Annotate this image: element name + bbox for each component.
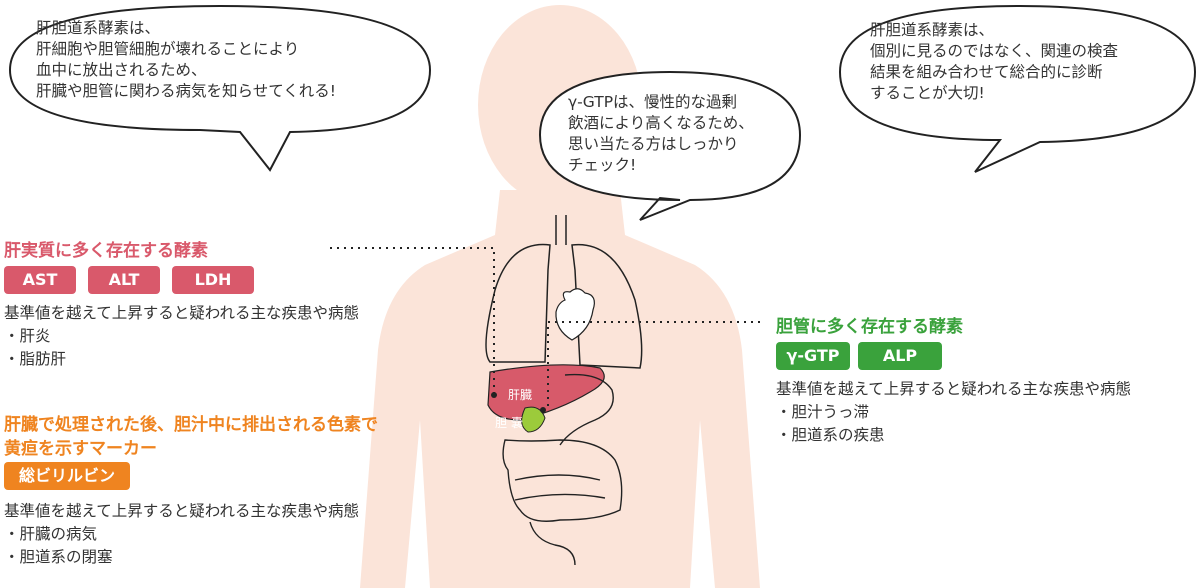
speech-bubble-right	[838, 4, 1197, 173]
bilirubin-desc: 基準値を越えて上昇すると疑われる主な疾患や病態	[4, 502, 359, 520]
gallbladder-label-2: 嚢	[511, 416, 524, 430]
bile-desc: 基準値を越えて上昇すると疑われる主な疾患や病態	[776, 380, 1131, 398]
bile-pointer-dot	[540, 407, 546, 413]
bilirubin-item: ・胆道系の閉塞	[4, 548, 113, 566]
speech-bubble-center	[538, 70, 802, 221]
digestive-tract	[502, 373, 623, 566]
bile-item: ・胆汁うっ滞	[776, 403, 870, 421]
bubble-right-line: することが大切!	[870, 84, 985, 102]
ldh-pill: LDH	[172, 266, 254, 294]
bile-item: ・胆道系の疾患	[776, 426, 885, 444]
total-bilirubin-pill: 総ビリルビン	[4, 462, 130, 490]
liver-item: ・脂肪肝	[4, 350, 67, 368]
bile-enzymes-heading: 胆管に多く存在する酵素	[776, 317, 963, 337]
bubble-center-line: 飲酒により高くなるため、	[568, 114, 754, 132]
bubble-center-line: チェック!	[568, 156, 637, 174]
bubble-right-line: 個別に見るのではなく、関連の検査	[870, 42, 1119, 60]
gallbladder-label-1: 胆	[495, 416, 508, 430]
bubble-center-text: γ-GTPは、慢性的な過剰 飲酒により高くなるため、 思い当たる方はしっかり チ…	[568, 92, 754, 176]
bubble-left-line: 肝細胞や胆管細胞が壊れることにより	[36, 40, 300, 58]
bubble-right-line: 結果を組み合わせて総合的に診断	[870, 63, 1103, 81]
bubble-center-line: 思い当たる方はしっかり	[568, 135, 739, 153]
bubble-left-line: 肝臓や胆管に関わる病気を知らせてくれる!	[36, 82, 336, 100]
gallbladder	[521, 406, 546, 433]
leader-lines	[330, 247, 760, 408]
speech-bubble-left	[8, 4, 432, 172]
liver-desc: 基準値を越えて上昇すると疑われる主な疾患や病態	[4, 304, 359, 322]
bubble-left-line: 血中に放出されるため、	[36, 61, 207, 79]
liver-item: ・肝炎	[4, 327, 51, 345]
bubble-right-text: 肝胆道系酵素は、 個別に見るのではなく、関連の検査 結果を組み合わせて総合的に診…	[870, 20, 1118, 104]
heart	[555, 288, 595, 341]
lungs	[485, 215, 643, 369]
bubble-left-line: 肝胆道系酵素は、	[36, 19, 161, 37]
liver-enzymes-heading: 肝実質に多く存在する酵素	[4, 241, 208, 261]
liver-label: 肝臓	[508, 388, 533, 402]
bubble-left-text: 肝胆道系酵素は、 肝細胞や胆管細胞が壊れることにより 血中に放出されるため、 肝…	[36, 18, 336, 102]
alt-pill: ALT	[88, 266, 160, 294]
bubble-center-line: γ-GTPは、慢性的な過剰	[568, 93, 738, 111]
liver	[487, 364, 605, 421]
bilirubin-heading-line2: 黄疸を示すマーカー	[4, 439, 157, 459]
ast-pill: AST	[4, 266, 76, 294]
bilirubin-item: ・肝臓の病気	[4, 525, 98, 543]
alp-pill: ALP	[858, 342, 942, 370]
ggtp-pill: γ-GTP	[776, 342, 850, 370]
bubble-right-line: 肝胆道系酵素は、	[870, 21, 995, 39]
bilirubin-heading-line1: 肝臓で処理された後、胆汁中に排出される色素で	[4, 415, 378, 435]
liver-pointer-dot	[491, 392, 497, 398]
